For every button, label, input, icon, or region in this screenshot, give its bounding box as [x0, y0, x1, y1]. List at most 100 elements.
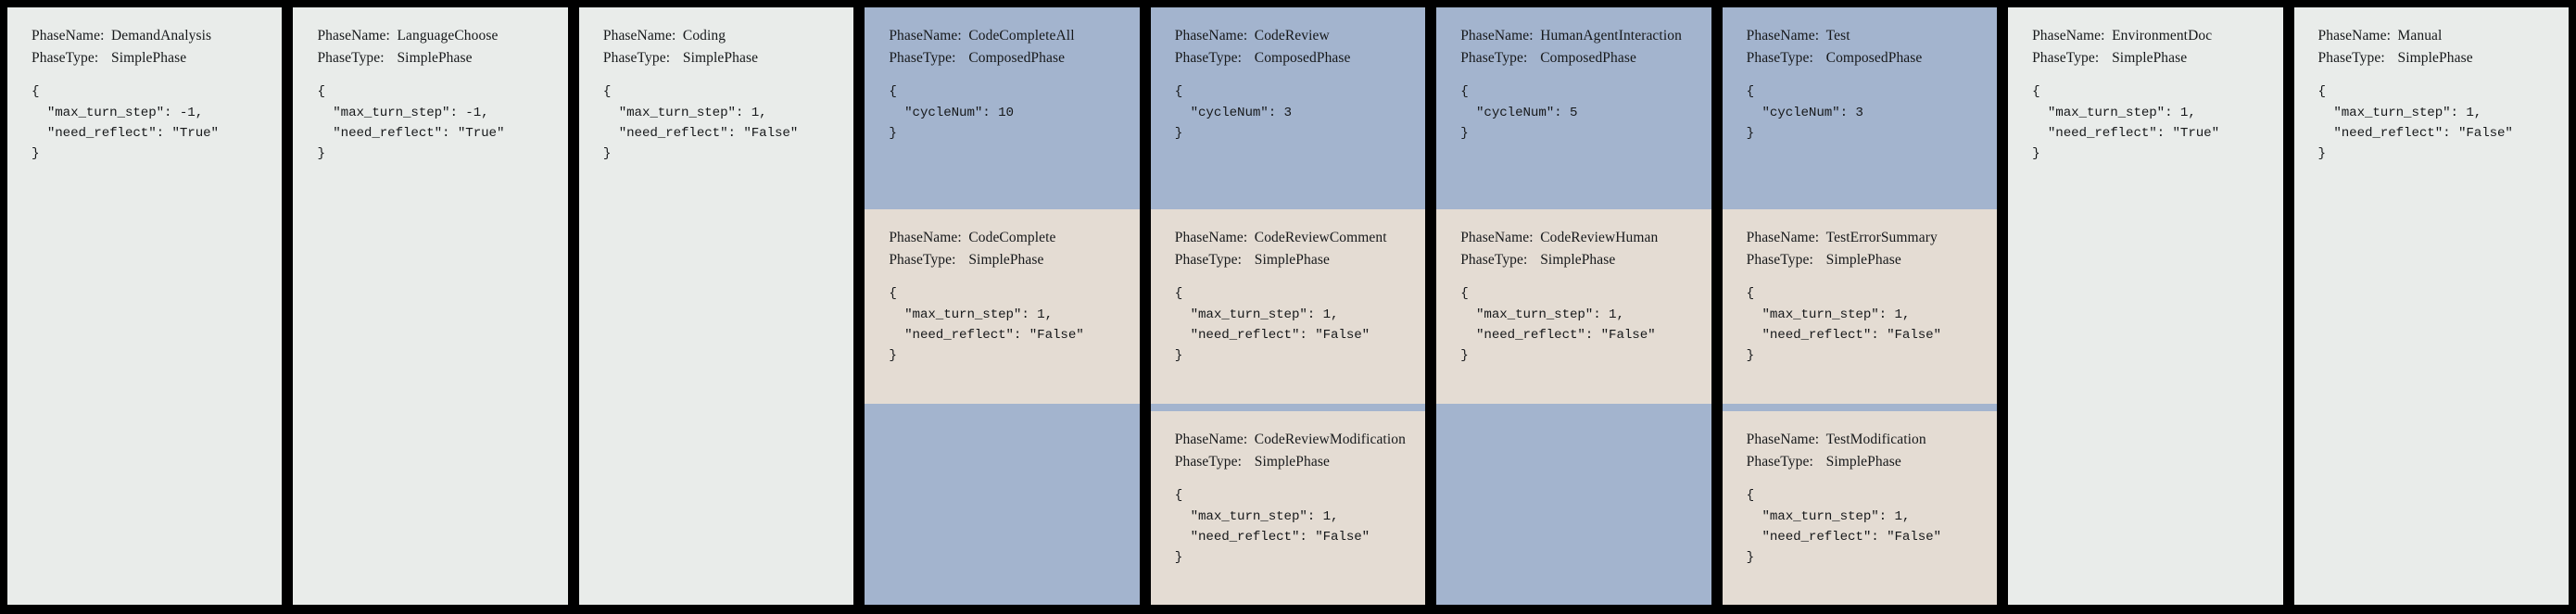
phase-name-label: PhaseName:: [1174, 432, 1248, 447]
phase-type-row: PhaseType: SimplePhase: [2032, 47, 2282, 69]
phase-type-value: SimplePhase: [968, 251, 1044, 268]
phase-name-row: PhaseName: CodeReviewModification: [1175, 429, 1425, 451]
phase-name-row: PhaseName: TestErrorSummary: [1747, 227, 1997, 249]
phase-name-value: TestErrorSummary: [1825, 230, 1938, 245]
phase-type-value: SimplePhase: [111, 49, 187, 66]
phase-type-row: PhaseType:ComposedPhase: [1175, 47, 1425, 69]
phase-type-label: PhaseType:: [32, 49, 99, 66]
phase-name-row: PhaseName:CodeReview: [1175, 25, 1425, 47]
phase-name-value: CodeComplete: [968, 230, 1056, 245]
phase-type-row: PhaseType:SimplePhase: [317, 47, 567, 69]
phase-name-value: HumanAgentInteraction: [1540, 28, 1682, 44]
phase-type-label: PhaseType:: [2032, 49, 2100, 66]
phase-name-label: PhaseName:: [2032, 28, 2105, 44]
phase-name-value: Manual: [2397, 28, 2443, 44]
phase-config-json: { "max_turn_step": 1, "need_reflect": "F…: [1460, 286, 1656, 364]
phase-type-value: SimplePhase: [2112, 49, 2188, 66]
phase-name-row: PhaseName: CodeComplete: [889, 227, 1139, 249]
phase-config-json: { "max_turn_step": 1, "need_reflect": "F…: [602, 84, 799, 162]
phase-type-value: SimplePhase: [1540, 251, 1616, 268]
phase-type-row: PhaseType:SimplePhase: [1747, 451, 1997, 473]
phase-name-row: PhaseName:Coding: [603, 25, 853, 47]
phase-name-label: PhaseName:: [1174, 230, 1248, 245]
phase-type-label: PhaseType:: [1174, 453, 1242, 470]
phase-type-value: ComposedPhase: [1825, 49, 1923, 66]
phase-name-label: PhaseName:: [889, 28, 962, 44]
phase-name-label: PhaseName:: [2317, 28, 2391, 44]
phase-name-row: PhaseName:TestModification: [1747, 429, 1997, 451]
phase-name-value: CodeReviewComment: [1254, 230, 1387, 245]
phase-type-value: SimplePhase: [682, 49, 759, 66]
phase-name-value: CodeReviewModification: [1254, 432, 1406, 447]
phase-name-row: PhaseName: Manual: [2318, 25, 2569, 47]
phase-name-value: CodeCompleteAll: [968, 28, 1075, 44]
phase-config-json: { "max_turn_step": 1, "need_reflect": "T…: [2032, 84, 2219, 162]
phase-config-json: { "max_turn_step": 1, "need_reflect": "F…: [1174, 286, 1370, 364]
composed-phase-filler: [865, 404, 1140, 605]
phase-type-label: PhaseType:: [1460, 49, 1528, 66]
phase-name-value: CodeReviewHuman: [1540, 230, 1659, 245]
phase-name-label: PhaseName:: [602, 28, 676, 44]
phase-name-label: PhaseName:: [1174, 28, 1248, 44]
phase-type-row: PhaseType: ComposedPhase: [1747, 47, 1997, 69]
phase-type-value: ComposedPhase: [1540, 49, 1636, 66]
phase-type-value: SimplePhase: [1825, 251, 1901, 268]
phase-config-json: { "cycleNum": 3 }: [1174, 84, 1292, 141]
phase-type-label: PhaseType:: [1174, 251, 1242, 268]
phase-config-json: { "cycleNum": 3 }: [1746, 84, 1863, 141]
phase-name-row: PhaseName:EnvironmentDoc: [2032, 25, 2282, 47]
phase-name-label: PhaseName:: [1746, 230, 1820, 245]
phase-name-label: PhaseName:: [889, 230, 962, 245]
phase-type-row: PhaseType:SimplePhase: [603, 47, 853, 69]
phase-type-value: SimplePhase: [397, 49, 473, 66]
phase-name-value: Test: [1825, 28, 1850, 44]
phase-config-json: { "max_turn_step": -1, "need_reflect": "…: [32, 84, 219, 162]
phase-name-label: PhaseName:: [1746, 432, 1820, 447]
phase-type-value: ComposedPhase: [1254, 49, 1351, 66]
phase-type-value: SimplePhase: [1825, 453, 1901, 470]
phase-type-row: PhaseType: SimplePhase: [32, 47, 282, 69]
phase-name-value: DemandAnalysis: [111, 28, 212, 44]
phase-type-value: SimplePhase: [1254, 453, 1330, 470]
phase-type-row: PhaseType:SimplePhase: [889, 249, 1139, 271]
phase-name-label: PhaseName:: [317, 28, 390, 44]
phase-name-row: PhaseName:CodeReviewHuman: [1460, 227, 1711, 249]
phase-type-row: PhaseType:ComposedPhase: [889, 47, 1139, 69]
phase-config-json: { "max_turn_step": 1, "need_reflect": "F…: [1174, 488, 1370, 566]
phase-name-row: PhaseName:HumanAgentInteraction: [1460, 25, 1711, 47]
phase-type-row: PhaseType:SimplePhase: [1747, 249, 1997, 271]
phase-type-label: PhaseType:: [1746, 49, 1813, 66]
phase-type-row: PhaseType:SimplePhase: [1460, 249, 1711, 271]
phase-type-value: SimplePhase: [1254, 251, 1330, 268]
phase-name-row: PhaseName:LanguageChoose: [317, 25, 567, 47]
phase-type-row: PhaseType: SimplePhase: [1175, 451, 1425, 473]
